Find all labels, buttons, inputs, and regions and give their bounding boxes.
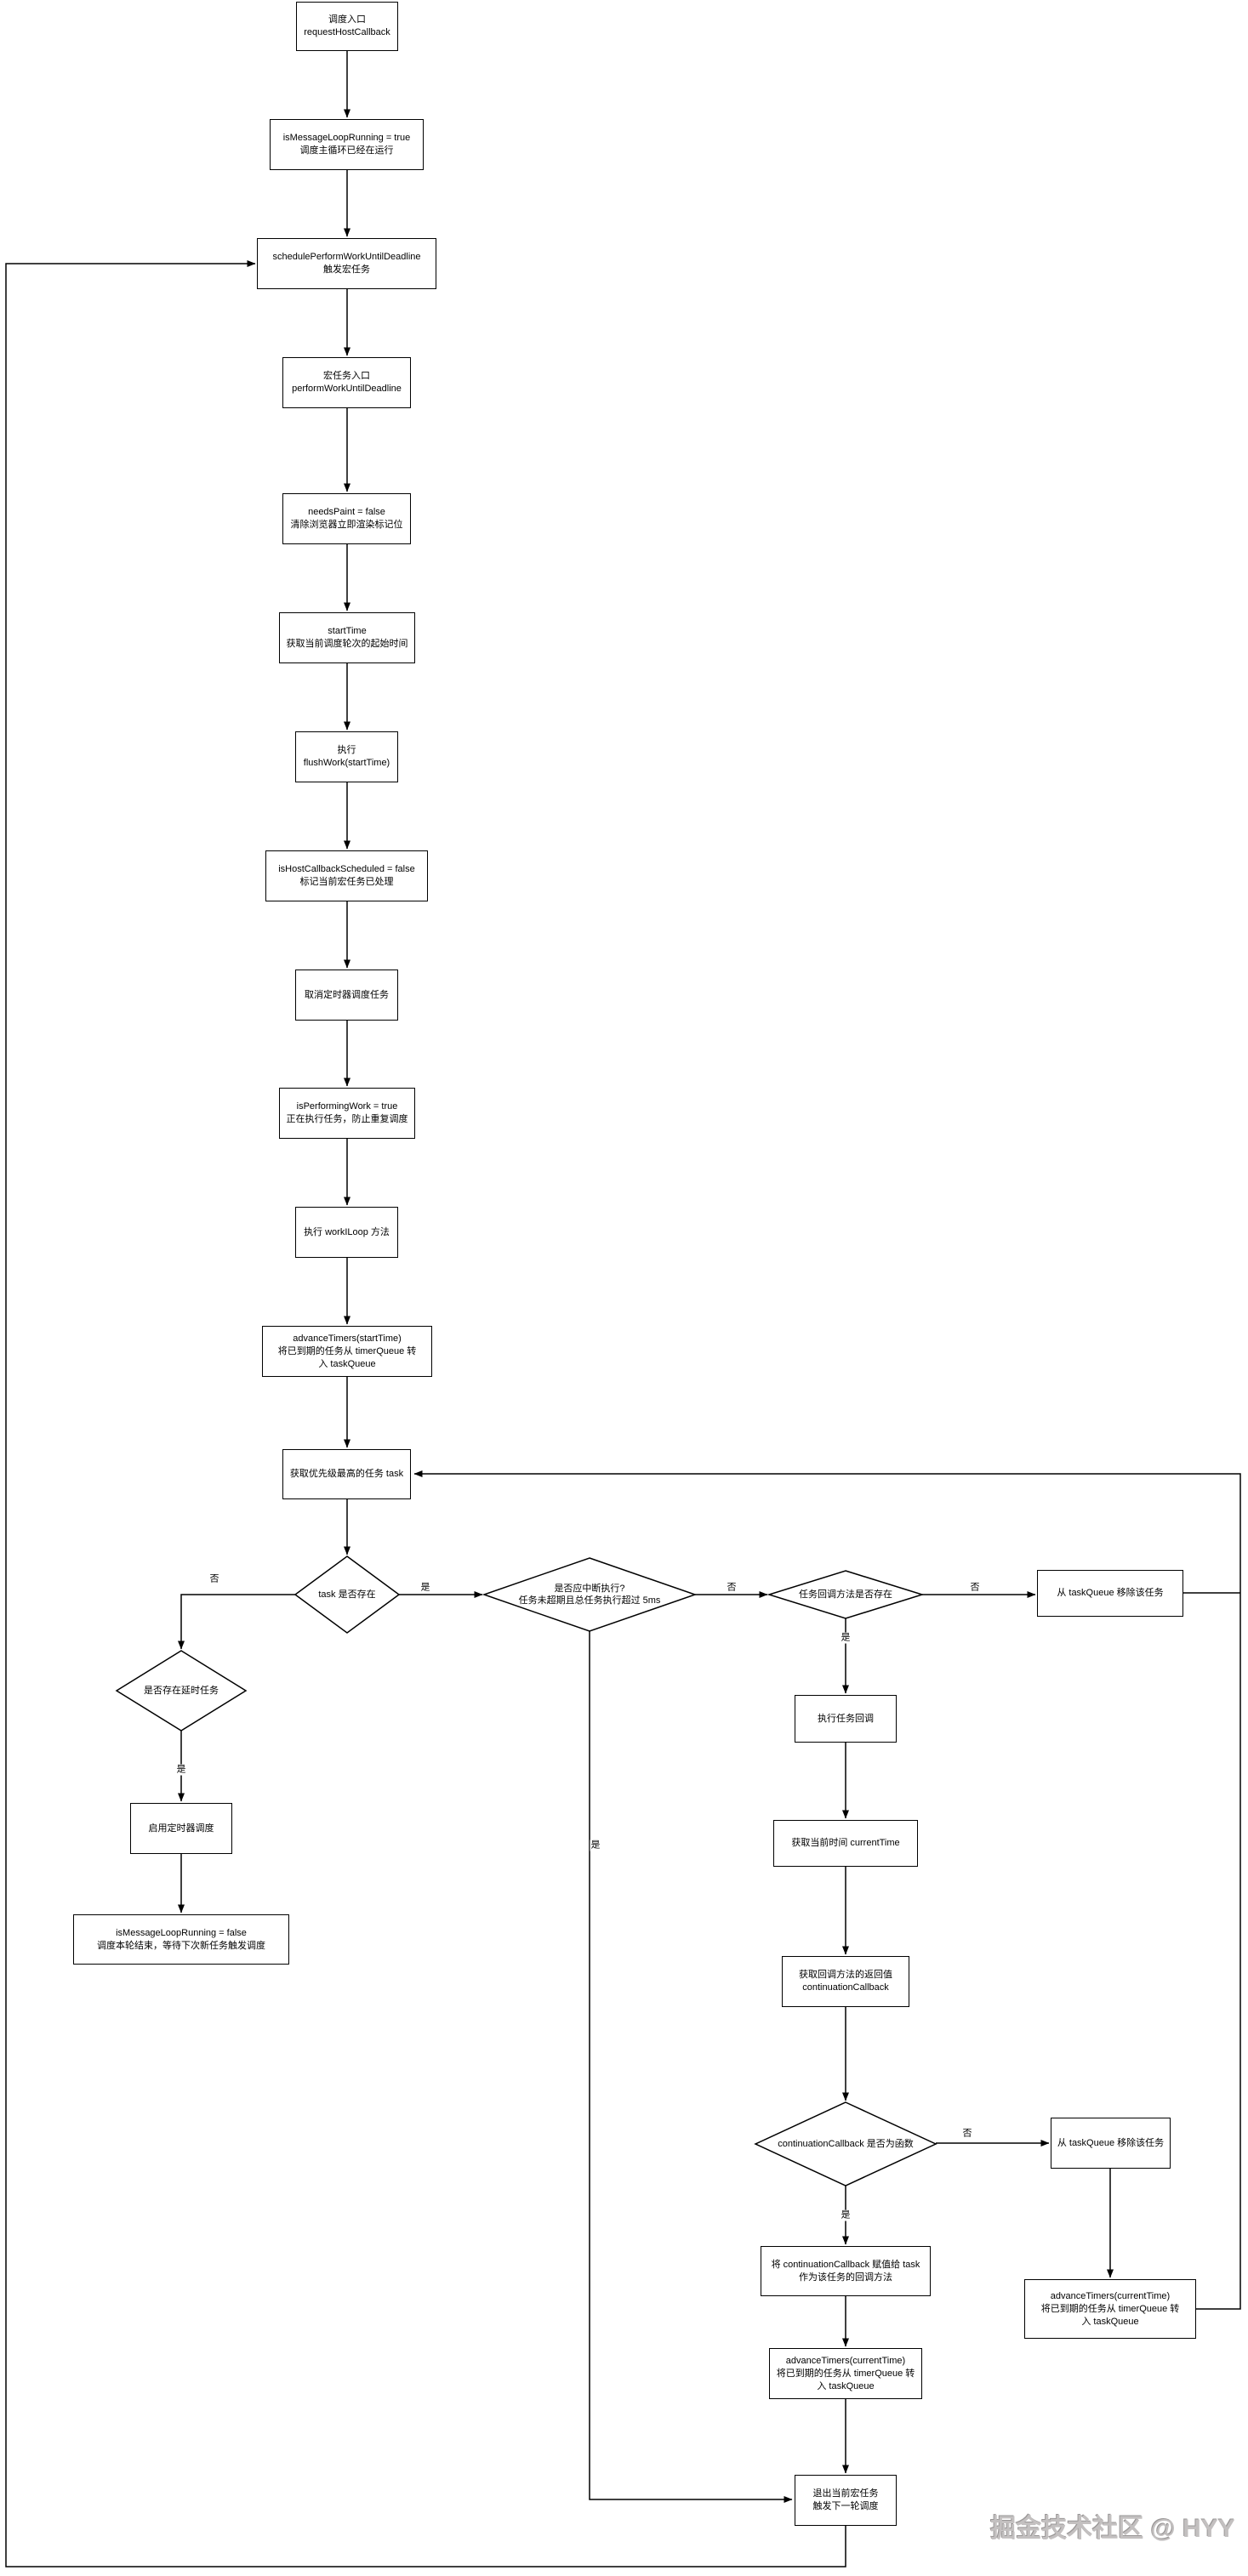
- decision-task-callback-exists-shape: [766, 1570, 925, 1619]
- node-text: performWorkUntilDeadline: [292, 384, 402, 394]
- node-text: 作为该任务的回调方法: [799, 2272, 892, 2283]
- node-exec-workloop: 执行 workILoop 方法: [295, 1207, 398, 1258]
- node-text: isHostCallbackScheduled = false: [278, 864, 415, 874]
- node-text: 标记当前宏任务已处理: [299, 877, 394, 887]
- node-advancetimers-currenttime-right: advanceTimers(currentTime) 将已到期的任务从 timer…: [1024, 2279, 1196, 2339]
- node-text: 调度本轮结束，等待下次新任务触发调度: [97, 1940, 265, 1951]
- node-text: 是否存在延时任务: [144, 1686, 219, 1696]
- node-text: 执行任务回调: [818, 1713, 874, 1724]
- node-text: 退出当前宏任务: [812, 2488, 879, 2499]
- node-text: isPerformingWork = true: [296, 1101, 398, 1112]
- decision-continuationcallback-isfunction-shape: [754, 2101, 937, 2186]
- node-text: 清除浏览器立即渲染标记位: [290, 520, 403, 530]
- node-macrotask-entry: 宏任务入口 performWorkUntilDeadline: [282, 357, 411, 408]
- node-enable-timer-schedule: 启用定时器调度: [130, 1803, 232, 1854]
- node-needspaint-false: needsPaint = false 清除浏览器立即渲染标记位: [282, 493, 411, 544]
- node-text: 正在执行任务，防止重复调度: [286, 1114, 408, 1124]
- node-text: 宏任务入口: [323, 371, 370, 381]
- node-exec-task-callback: 执行任务回调: [795, 1695, 897, 1743]
- node-assign-continuationcallback: 将 continuationCallback 赋值给 task 作为该任务的回调方…: [761, 2246, 931, 2296]
- node-scheduleperformworkuntildeadline: schedulePerformWorkUntilDeadline 触发宏任务: [257, 238, 436, 289]
- branch-label-no: 否: [961, 2128, 973, 2140]
- node-advancetimers-starttime: advanceTimers(startTime)将已到期的任务从 timerQu…: [262, 1326, 432, 1377]
- node-text: 获取优先级最高的任务 task: [289, 1469, 404, 1479]
- node-text: 获取当前调度轮次的起始时间: [286, 639, 408, 649]
- node-text: 入 taskQueue: [1081, 2316, 1139, 2327]
- node-text: 任务回调方法是否存在: [799, 1589, 892, 1600]
- node-text: startTime: [328, 626, 367, 636]
- node-text: needsPaint = false: [308, 507, 385, 517]
- node-text: 调度主循环已经在运行: [299, 145, 394, 156]
- flow-connector: [178, 1594, 295, 1650]
- node-cancel-timer-task: 取消定时器调度任务: [295, 970, 398, 1021]
- node-ismessagelooprunning-true: isMessageLoopRunning = true 调度主循环已经在运行: [270, 119, 424, 170]
- node-text: 从 taskQueue 移除该任务: [1057, 1588, 1164, 1598]
- node-starttime: startTime 获取当前调度轮次的起始时间: [279, 612, 415, 663]
- node-remove-task-bottom: 从 taskQueue 移除该任务: [1051, 2118, 1171, 2169]
- branch-label-no: 否: [208, 1573, 220, 1585]
- node-text: 获取回调方法的返回值: [799, 1970, 892, 1980]
- watermark: 掘金技术社区 @ HYY: [990, 2515, 1235, 2543]
- node-text: isMessageLoopRunning = false: [116, 1927, 247, 1938]
- node-text: 是否应中断执行?: [554, 1584, 625, 1594]
- node-text: 触发下一轮调度: [812, 2501, 879, 2511]
- flow-connector: [413, 1470, 1241, 2310]
- node-exit-macrotask: 退出当前宏任务触发下一轮调度: [795, 2475, 897, 2526]
- node-advancetimers-currenttime-mid: advanceTimers(currentTime) 将已到期的任务从 timer…: [769, 2348, 922, 2399]
- node-text: 任务未超期且总任务执行超过 5ms: [518, 1595, 661, 1606]
- flow-connector: [5, 260, 846, 2567]
- node-text: 触发宏任务: [323, 264, 370, 275]
- node-text: advanceTimers(startTime): [293, 1333, 402, 1344]
- node-text: 获取当前时间 currentTime: [791, 1838, 900, 1848]
- node-text: 将 continuationCallback 赋值给 task: [771, 2259, 920, 2270]
- branch-label-yes: 是: [419, 1582, 431, 1594]
- node-text: 将已到期的任务从 timerQueue 转: [277, 1345, 417, 1356]
- node-remove-task-top: 从 taskQueue 移除该任务: [1037, 1570, 1183, 1617]
- node-text: 调度入口: [328, 14, 366, 25]
- node-text: 取消定时器调度任务: [305, 989, 389, 1000]
- node-schedule-entry: 调度入口 requestHostCallback: [296, 2, 398, 51]
- branch-label-yes: 是: [840, 1632, 852, 1644]
- node-get-highest-priority-task: 获取优先级最高的任务 task: [282, 1449, 411, 1499]
- branch-label-yes: 是: [840, 2209, 852, 2221]
- decision-delay-task-exists-shape: [115, 1650, 248, 1732]
- node-text: isMessageLoopRunning = true: [282, 133, 411, 143]
- node-text: 执行: [337, 745, 356, 755]
- flow-connector: [589, 1631, 793, 2503]
- node-get-continuationcallback: 获取回调方法的返回值 continuationCallback: [782, 1956, 909, 2007]
- node-text: schedulePerformWorkUntilDeadline: [272, 252, 421, 262]
- node-text: task 是否存在: [318, 1589, 376, 1600]
- decision-delay-task-exists: 是否存在延时任务: [117, 1651, 246, 1731]
- decision-continuationcallback-isfunction: continuationCallback 是否为函数: [755, 2102, 936, 2186]
- node-text: 将已到期的任务从 timerQueue 转: [776, 2368, 915, 2379]
- node-text: continuationCallback: [802, 1982, 889, 1993]
- node-text: 启用定时器调度: [148, 1823, 214, 1834]
- node-ismessagelooprunning-false: isMessageLoopRunning = false 调度本轮结束，等待下次新…: [73, 1914, 289, 1965]
- decision-should-yield: 是否应中断执行?任务未超期且总任务执行超过 5ms: [484, 1558, 695, 1631]
- node-flushwork: 执行 flushWork(startTime): [295, 731, 398, 782]
- node-get-currenttime: 获取当前时间 currentTime: [773, 1820, 918, 1867]
- decision-task-exists-shape: [293, 1555, 401, 1634]
- node-text: 入 taskQueue: [318, 1358, 376, 1369]
- branch-label-no: 否: [726, 1582, 738, 1594]
- node-text: 入 taskQueue: [817, 2380, 875, 2391]
- decision-task-callback-exists: 任务回调方法是否存在: [769, 1571, 922, 1618]
- node-isperformingwork-true: isPerformingWork = true 正在执行任务，防止重复调度: [279, 1088, 415, 1139]
- branch-label-no: 否: [969, 1582, 981, 1594]
- node-text: advanceTimers(currentTime): [1050, 2290, 1171, 2301]
- branch-label-yes: 是: [590, 1840, 601, 1851]
- node-text: 执行 workILoop 方法: [304, 1226, 390, 1237]
- node-text: advanceTimers(currentTime): [785, 2355, 906, 2366]
- node-text: flushWork(startTime): [303, 758, 390, 768]
- decision-should-yield-shape: [482, 1557, 698, 1632]
- node-text: 从 taskQueue 移除该任务: [1057, 2137, 1165, 2148]
- node-ishostcallbackscheduled-false: isHostCallbackScheduled = false 标记当前宏任务已处…: [265, 850, 428, 901]
- node-text: requestHostCallback: [304, 27, 390, 37]
- branch-label-yes: 是: [175, 1764, 187, 1776]
- decision-task-exists: task 是否存在: [295, 1556, 399, 1633]
- node-text: 将已到期的任务从 timerQueue 转: [1040, 2303, 1180, 2314]
- node-text: continuationCallback 是否为函数: [778, 2139, 914, 2149]
